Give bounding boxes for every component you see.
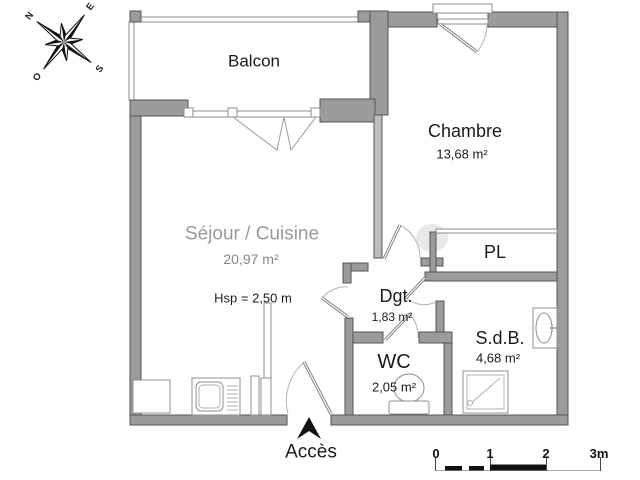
room-label-dgt: Dgt. (379, 286, 413, 306)
chambre-window-casement (439, 22, 488, 54)
wc-door (383, 312, 419, 342)
room-area-sejour-cuisine: 20,97 m² (223, 251, 279, 267)
room-area-sdb: 4,68 m² (475, 350, 521, 366)
chambre-door (382, 224, 421, 260)
entrance-arrow-icon (297, 417, 321, 439)
scale-label-3m: 3m (590, 446, 609, 461)
fixtures (132, 302, 558, 416)
room-label-balcon: Balcon (228, 51, 280, 71)
closet-front (435, 228, 558, 234)
compass-rose-icon: N E S O (23, 1, 107, 84)
partition-sejour-chambre (373, 114, 383, 259)
ceiling-height-label: Hsp = 2,50 m (214, 290, 292, 306)
sejour-dgt-door (321, 286, 349, 319)
toilet-icon (388, 373, 430, 415)
scale-label-1: 1 (486, 446, 493, 461)
chambre-window-sill (432, 3, 493, 14)
doors (285, 22, 488, 415)
scale-label-0: 0 (432, 446, 439, 461)
wall-return (260, 377, 272, 416)
compass-east-label: E (84, 1, 97, 13)
room-label-pl: PL (483, 242, 507, 262)
compass-north-label: N (23, 10, 36, 22)
wall-return (250, 375, 260, 416)
scale-bar: 0 1 2 3m (432, 446, 608, 471)
shower-icon (462, 370, 509, 414)
scale-label-2: 2 (542, 446, 549, 461)
washbasin-icon (532, 307, 558, 349)
kitchen-divider (263, 302, 272, 379)
room-label-wc: WC (377, 351, 411, 373)
kitchen-sink-icon (191, 377, 241, 416)
room-label-sejour-cuisine: Séjour / Cuisine (184, 223, 320, 245)
room-area-dgt: 1,83 m² (371, 310, 413, 324)
entrance-label: Accès (285, 441, 337, 463)
chambre-window-glazing (437, 18, 489, 25)
room-label-sdb: S.d.B. (475, 328, 525, 348)
room-label-chambre: Chambre (427, 121, 503, 141)
cabinet-icon (132, 379, 171, 414)
compass-west-label: O (31, 71, 44, 84)
compass-south-label: S (94, 63, 107, 75)
sdb-door (404, 276, 437, 306)
thin-fronts (183, 3, 558, 234)
french-door-glazing (187, 110, 321, 118)
room-area-wc: 2,05 m² (371, 379, 417, 395)
french-door-swings (232, 116, 317, 152)
entrance-door (285, 361, 333, 415)
room-area-chambre: 13,68 m² (436, 146, 488, 162)
